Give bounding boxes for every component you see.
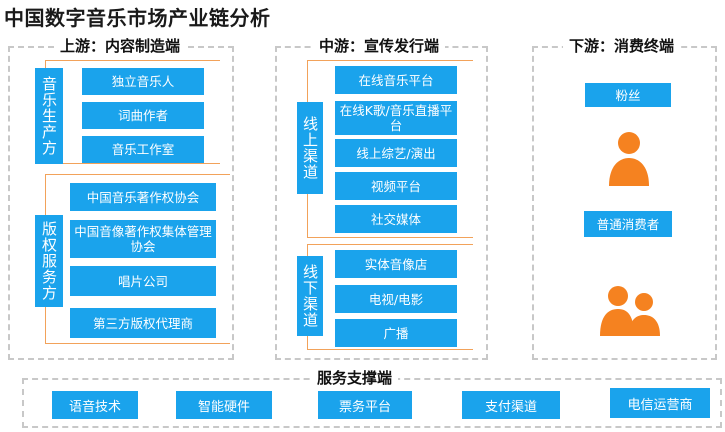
downstream-item-fans: 粉丝 [585,83,671,107]
service-item-telecom: 电信运营商 [610,388,710,418]
person-icon [609,132,649,186]
service-item-voice-tech: 语音技术 [52,391,138,419]
online-item-social-media: 社交媒体 [335,205,457,233]
copyright-label: 版权服务方 [35,215,63,307]
service-item-ticketing: 票务平台 [318,391,412,419]
downstream-item-consumers: 普通消费者 [584,211,672,237]
services-title: 服务支撑端 [311,369,399,387]
online-item-karaoke-live: 在线K歌/音乐直播平台 [335,101,457,135]
group-people-icon [600,286,660,336]
service-item-smart-hardware: 智能硬件 [176,391,272,419]
midstream-title: 中游：宣传发行端 [313,37,446,55]
online-item-music-platform: 在线音乐平台 [335,66,457,94]
copyright-item-record-label: 唱片公司 [70,266,216,296]
copyright-item-third-party-agent: 第三方版权代理商 [70,308,216,338]
production-item-indie-musician: 独立音乐人 [82,68,204,95]
copyright-item-audio-video-collective: 中国音像著作权集体管理协会 [70,220,216,258]
offline-item-tv-film: 电视/电影 [335,285,457,313]
copyright-item-music-copyright-society: 中国音乐著作权协会 [70,183,216,211]
offline-item-radio: 广播 [335,319,457,347]
upstream-title: 上游：内容制造端 [54,37,187,55]
online-item-variety-show: 线上综艺/演出 [335,139,457,167]
production-item-songwriter: 词曲作者 [82,102,204,129]
downstream-title: 下游：消费终端 [563,37,681,55]
offline-item-record-store: 实体音像店 [335,250,457,278]
online-item-video-platform: 视频平台 [335,172,457,200]
production-item-studio: 音乐工作室 [82,136,204,163]
page-title: 中国数字音乐市场产业链分析 [4,6,271,30]
production-label: 音乐生产方 [35,68,63,164]
offline-label: 线下渠道 [297,256,323,336]
service-item-payment: 支付渠道 [462,391,560,419]
online-label: 线上渠道 [297,102,323,194]
